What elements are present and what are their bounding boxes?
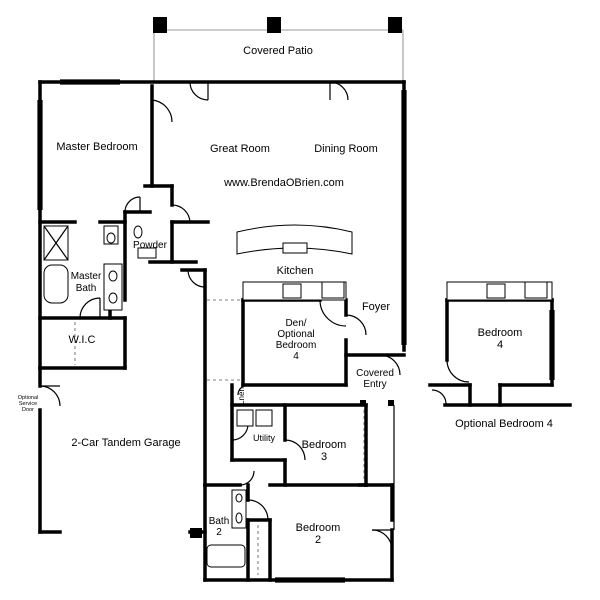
interior-walls: [38, 84, 406, 582]
label-website: www.BrendaOBrien.com: [223, 177, 344, 189]
label-covered-patio: Covered Patio: [243, 45, 313, 57]
label-optional-door-1: Optional: [18, 395, 39, 401]
label-opt-bedroom4-2: 4: [497, 339, 503, 351]
label-den-1: Den/: [285, 318, 306, 329]
label-powder: Powder: [133, 240, 168, 251]
label-den-3: Bedroom: [276, 340, 317, 351]
optional-bedroom-4-plan: [428, 281, 572, 407]
garage-post: [190, 528, 202, 538]
kitchen-sink: [282, 242, 308, 254]
sink: [108, 270, 118, 282]
covered-patio: [153, 17, 404, 82]
label-bedroom2-2: 2: [315, 534, 321, 546]
label-linen: Lnen: [237, 387, 246, 405]
label-dining-room: Dining Room: [314, 143, 378, 155]
label-kitchen: Kitchen: [277, 265, 314, 277]
windows: [37, 79, 407, 583]
label-optional-door-2: Service: [19, 401, 37, 407]
cooktop: [486, 283, 506, 299]
label-master-bath-1: Master: [71, 271, 102, 282]
label-bath2-1: Bath: [209, 516, 230, 527]
label-covered-entry-2: Entry: [363, 379, 386, 390]
label-optional-door-3: Door: [22, 407, 34, 413]
patio-post: [267, 17, 281, 33]
toilet-bowl: [133, 225, 143, 239]
cooktop: [282, 283, 302, 299]
sink: [137, 247, 157, 259]
patio-post: [153, 17, 167, 33]
exterior-walls: [38, 80, 406, 582]
label-bedroom3-2: 3: [321, 451, 327, 463]
sink: [108, 292, 118, 304]
label-den-4: 4: [293, 351, 299, 362]
washer: [236, 409, 254, 427]
label-master-bedroom: Master Bedroom: [56, 141, 137, 153]
label-foyer: Foyer: [362, 301, 390, 313]
label-opt-bedroom4-1: Bedroom: [478, 327, 523, 339]
kitchen-island: [236, 224, 353, 255]
refrigerator: [524, 281, 548, 299]
bathtub: [206, 544, 246, 568]
toilet-bowl: [235, 512, 243, 524]
sink: [235, 493, 243, 503]
label-wic: W.I.C: [69, 334, 96, 346]
toilet-bowl: [106, 232, 116, 244]
fixtures: [43, 224, 394, 575]
label-opt-bedroom4-caption: Optional Bedroom 4: [455, 418, 553, 430]
label-utility: Utility: [253, 433, 275, 443]
labels: Covered Patio Master Bedroom Great Room …: [18, 45, 553, 546]
entry-column: [388, 400, 394, 406]
vanity: [231, 489, 247, 529]
dryer: [255, 409, 273, 427]
label-bedroom2-1: Bedroom: [296, 522, 341, 534]
label-bedroom3-1: Bedroom: [302, 439, 347, 451]
label-den-2: Optional: [277, 329, 314, 340]
entry-column: [360, 400, 366, 406]
label-garage: 2-Car Tandem Garage: [71, 437, 180, 449]
bathtub: [43, 264, 69, 304]
doors: [39, 81, 401, 551]
label-bath2-2: 2: [216, 527, 222, 538]
patio-post: [388, 17, 402, 33]
label-covered-entry-1: Covered: [356, 368, 394, 379]
refrigerator: [321, 281, 345, 299]
label-great-room: Great Room: [210, 143, 270, 155]
label-master-bath-2: Bath: [76, 283, 97, 294]
vanity: [103, 263, 123, 311]
